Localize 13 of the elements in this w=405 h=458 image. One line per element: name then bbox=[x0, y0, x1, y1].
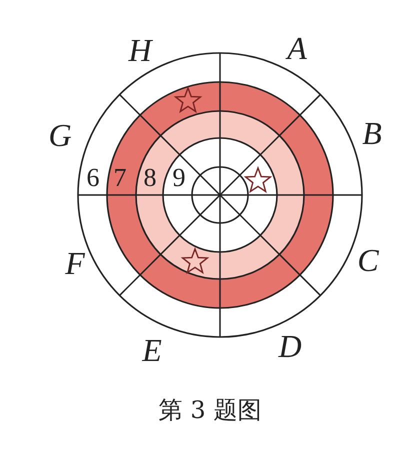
ring-number: 6 bbox=[86, 165, 100, 191]
figure-caption: 第 3 题图 bbox=[158, 398, 262, 422]
point-label: D bbox=[278, 330, 302, 362]
point-label: G bbox=[48, 119, 72, 151]
point-label: H bbox=[128, 34, 152, 66]
point-label: B bbox=[362, 117, 382, 149]
ring-number: 8 bbox=[144, 165, 156, 191]
point-label: E bbox=[142, 334, 162, 366]
ring-number: 9 bbox=[172, 165, 186, 191]
point-label: C bbox=[357, 244, 379, 276]
point-label: A bbox=[287, 32, 307, 64]
ring-number: 7 bbox=[114, 165, 126, 191]
point-label: F bbox=[65, 247, 85, 279]
